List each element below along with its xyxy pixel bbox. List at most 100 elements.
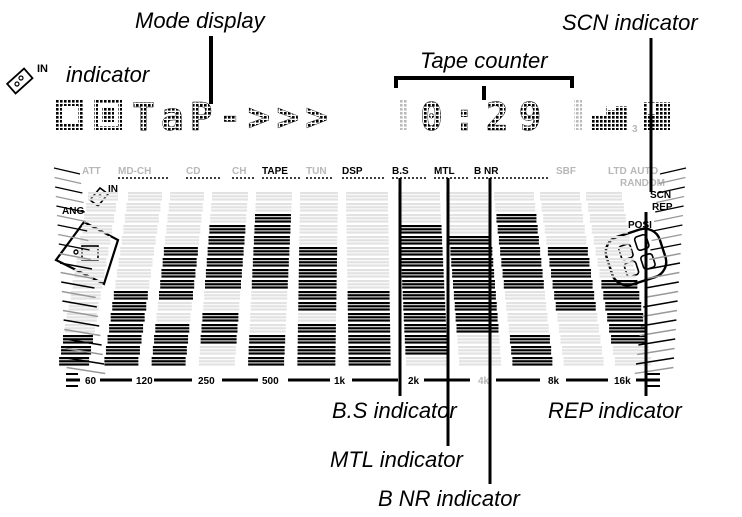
spectrum-segment — [614, 357, 651, 360]
in-label: IN — [108, 184, 118, 195]
spectrum-segment — [298, 316, 337, 319]
spectrum-segment — [250, 305, 287, 308]
spectrum-segment — [495, 206, 536, 209]
hatch-line — [55, 195, 84, 204]
spectrum-segment-lit — [154, 335, 189, 338]
spectrum-segment-lit — [403, 313, 446, 316]
spectrum-segment-lit — [400, 247, 443, 250]
spectrum-segment-lit — [611, 335, 648, 338]
hatch-line — [65, 357, 105, 365]
spectrum-segment-lit — [252, 269, 289, 272]
spectrum-analyzer — [59, 192, 651, 366]
spectrum-segment-lit — [249, 335, 286, 338]
spectrum-segment-lit — [454, 302, 497, 305]
spectrum-segment — [165, 242, 200, 245]
spectrum-segment — [347, 269, 390, 272]
spectrum-segment — [346, 198, 388, 201]
spectrum-segment — [612, 352, 649, 355]
spectrum-segment — [120, 253, 155, 256]
spectrum-segment — [593, 236, 630, 239]
spectrum-segment — [560, 338, 601, 341]
spectrum-segment — [84, 217, 115, 220]
spectrum-segment — [250, 308, 287, 311]
spectrum-segment-lit — [402, 294, 445, 297]
spectrum-segment — [591, 231, 628, 234]
spectrum-segment-lit — [152, 349, 187, 352]
cd-label: CD — [186, 166, 200, 177]
spectrum-segment — [121, 242, 156, 245]
spectrum-segment — [68, 308, 99, 311]
spectrum-segment — [118, 264, 153, 267]
spectrum-segment-lit — [605, 308, 642, 311]
spectrum-segment-lit — [297, 341, 336, 344]
spectrum-segment-lit — [253, 242, 290, 245]
hatch-line — [658, 176, 686, 185]
spectrum-segment — [255, 209, 292, 212]
spectrum-segment-lit — [400, 236, 443, 239]
spectrum-segment — [299, 236, 338, 239]
spectrum-segment — [198, 363, 235, 366]
spectrum-segment-lit — [348, 349, 391, 352]
spectrum-segment — [507, 319, 548, 322]
spectrum-segment — [299, 225, 338, 228]
spectrum-segment-lit — [112, 308, 147, 311]
spectrum-segment-lit — [601, 280, 638, 283]
spectrum-segment-lit — [105, 346, 140, 349]
spectrum-segment-lit — [400, 242, 443, 245]
hatch-line — [634, 366, 674, 375]
spectrum-segment — [544, 225, 585, 228]
spectrum-segment-lit — [254, 214, 291, 217]
hatch-line — [646, 271, 680, 280]
spectrum-segment — [72, 286, 103, 289]
spectrum-segment — [457, 335, 500, 338]
spectrum-segment — [543, 220, 584, 223]
spectrum-segment-lit — [297, 360, 336, 363]
spectrum-segment-lit — [498, 236, 539, 239]
spectrum-segment-lit — [151, 360, 186, 363]
spectrum-segment-lit — [347, 302, 390, 305]
spectrum-segment — [70, 291, 101, 294]
spectrum-segment-lit — [209, 225, 246, 228]
spectrum-segment — [78, 253, 109, 256]
spectrum-segment — [299, 242, 338, 245]
spectrum-segment — [115, 283, 150, 286]
spectrum-segment — [299, 220, 338, 223]
spectrum-segment — [250, 313, 287, 316]
spectrum-segment — [74, 275, 105, 278]
spectrum-segment-lit — [497, 228, 538, 231]
spectrum-segment-lit — [59, 357, 90, 360]
spectrum-segment — [128, 195, 162, 198]
spectrum-segment — [589, 214, 626, 217]
spectrum-segment-lit — [105, 349, 140, 352]
spectrum-segment-lit — [456, 330, 499, 333]
spectrum-segment-lit — [547, 250, 588, 253]
spectrum-segment — [505, 294, 546, 297]
spectrum-segment-lit — [298, 272, 337, 275]
hatch-line — [649, 252, 681, 261]
spectrum-segment-lit — [251, 286, 288, 289]
spectrum-segment-lit — [607, 313, 644, 316]
hatch-line — [61, 281, 95, 289]
spectrum-segment-lit — [249, 338, 286, 341]
spectrum-segment-lit — [402, 297, 445, 300]
freq-label: 500 — [262, 376, 279, 387]
spectrum-segment — [250, 319, 287, 322]
spectrum-segment — [80, 242, 111, 245]
dsp-label: DSP — [342, 166, 363, 177]
hatch-line — [641, 309, 678, 318]
spectrum-segment — [256, 192, 292, 195]
spectrum-segment-lit — [61, 346, 92, 349]
spectrum-segment-lit — [253, 253, 290, 256]
spectrum-segment-lit — [110, 319, 145, 322]
spectrum-segment — [587, 203, 624, 206]
spectrum-segment — [614, 363, 651, 366]
spectrum-segment — [74, 272, 105, 275]
spectrum-segment — [346, 239, 389, 242]
spectrum-segment — [346, 206, 389, 209]
spectrum-segment — [398, 203, 441, 206]
spectrum-segment — [82, 228, 113, 231]
spectrum-segment — [558, 330, 599, 333]
frequency-labels: 60 120 250 500 1k 2k 4k 8k 16k — [66, 373, 660, 387]
spectrum-segment-lit — [402, 280, 445, 283]
spectrum-segment — [118, 258, 153, 261]
